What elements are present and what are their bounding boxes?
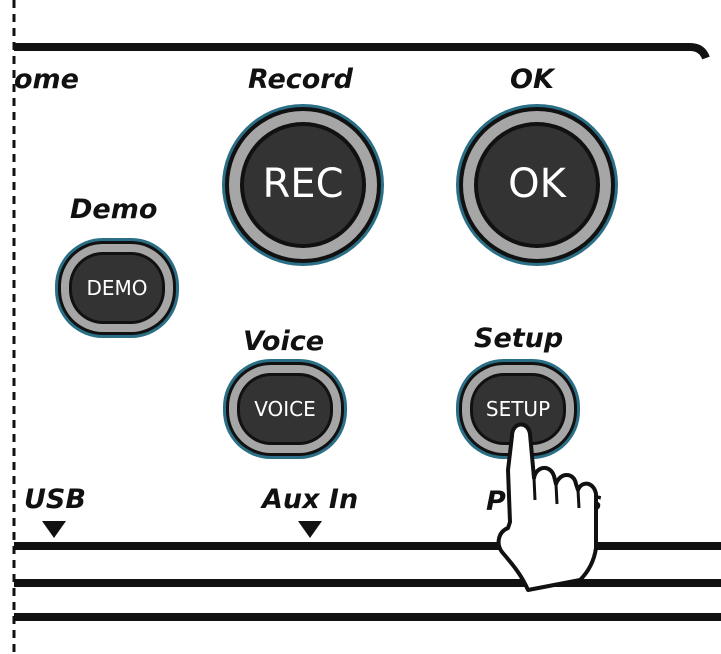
setup-button-text: SETUP bbox=[485, 397, 551, 421]
demo-button[interactable] bbox=[55, 238, 179, 338]
rec-button-text: REC bbox=[262, 161, 344, 207]
voice-button-text: VOICE bbox=[254, 397, 316, 421]
setup-label: Setup bbox=[474, 323, 564, 354]
ok-label: OK bbox=[510, 64, 554, 95]
top-panel-edge bbox=[14, 43, 710, 60]
voice-button[interactable] bbox=[223, 359, 347, 459]
phones-label-partial-left: P bbox=[486, 486, 506, 517]
usb-label: USB bbox=[24, 484, 86, 515]
usb-port-arrow-icon bbox=[42, 521, 66, 538]
demo-label: Demo bbox=[70, 194, 158, 225]
demo-button-text: DEMO bbox=[86, 276, 148, 300]
rec-button[interactable] bbox=[222, 104, 384, 266]
voice-label: Voice bbox=[243, 326, 325, 357]
setup-button[interactable] bbox=[456, 359, 580, 459]
home-label-partial: ome bbox=[14, 64, 79, 95]
ok-button[interactable] bbox=[456, 104, 618, 266]
record-label: Record bbox=[248, 64, 353, 95]
aux-in-label: Aux In bbox=[262, 484, 359, 515]
aux-in-port-arrow-icon bbox=[298, 521, 322, 538]
ok-button-text: OK bbox=[508, 161, 566, 207]
